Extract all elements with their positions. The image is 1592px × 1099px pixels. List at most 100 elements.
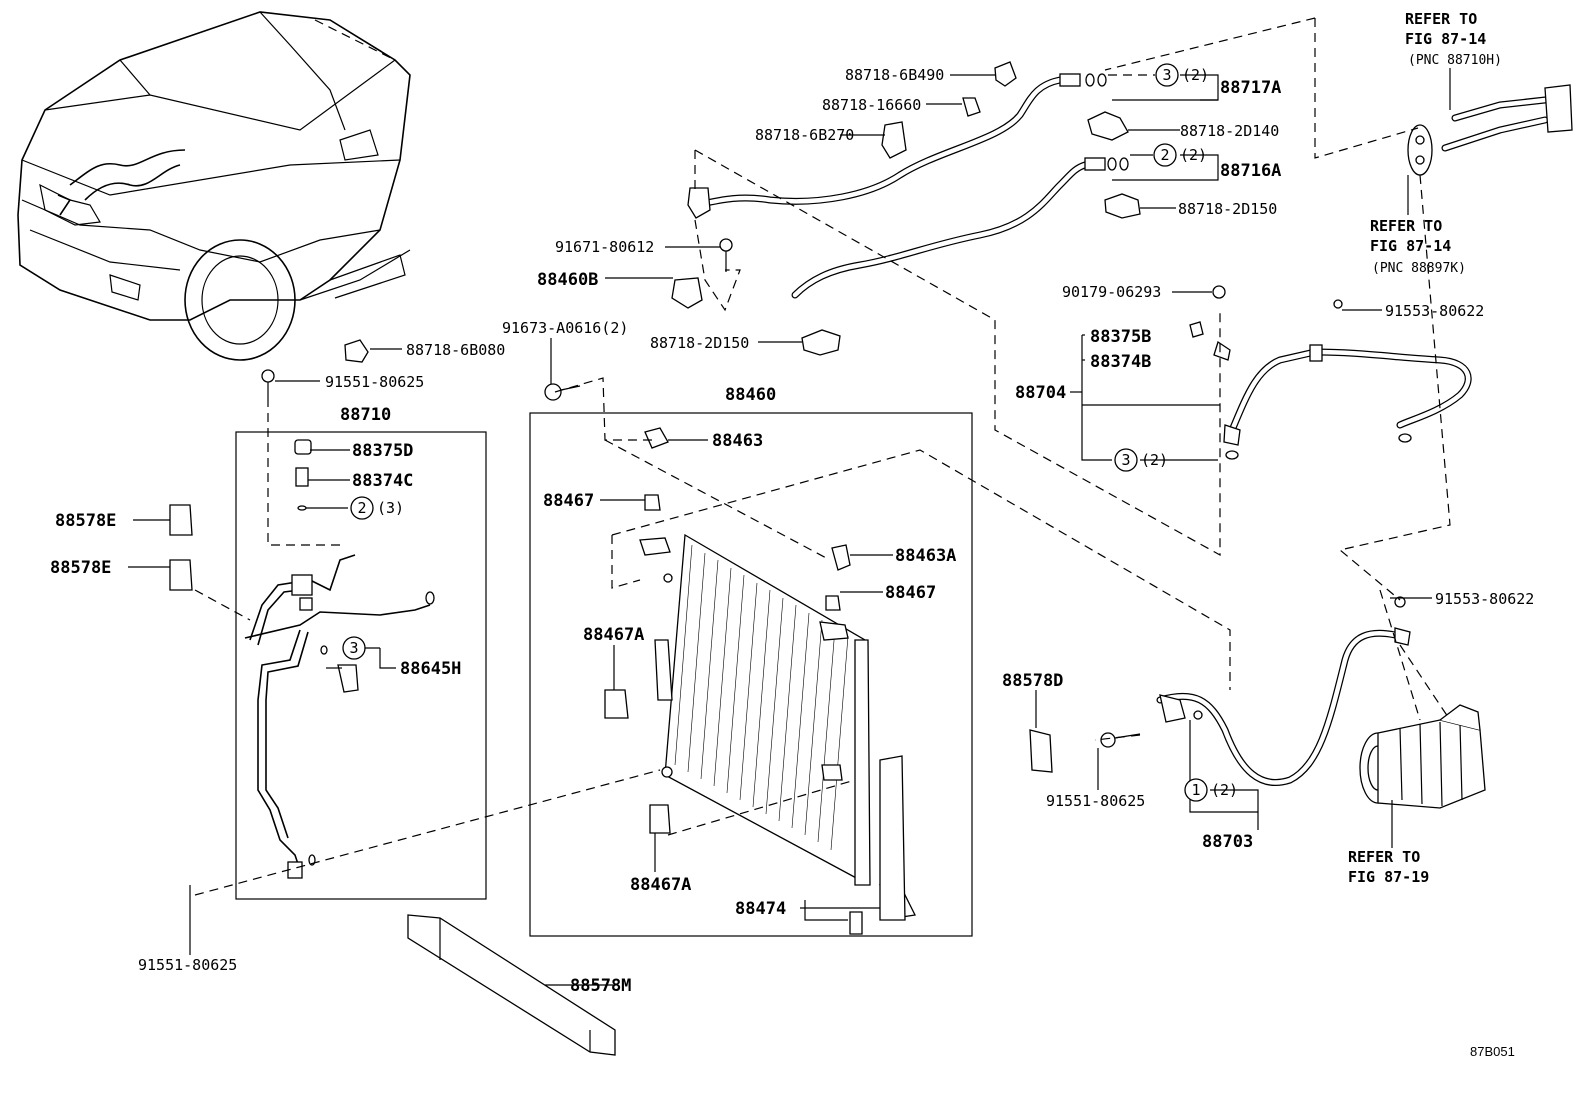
hose-88704 [1189, 285, 1472, 460]
callout-num: 1 [1191, 781, 1200, 799]
label-88718-6B080: 88718-6B080 [406, 341, 505, 359]
callout-qty: (2) [1180, 146, 1207, 164]
callout-num: 3 [1121, 451, 1130, 469]
evaporator-pipes [1407, 84, 1573, 176]
label-88718-6B270: 88718-6B270 [755, 126, 854, 144]
svg-text:FIG 87-19: FIG 87-19 [1348, 868, 1429, 886]
label-88467A-top: 88467A [583, 625, 644, 645]
label-88718-16660: 88718-16660 [822, 96, 921, 114]
label-88718-2D150-mid: 88718-2D150 [650, 334, 749, 352]
label-91673-A0616: 91673-A0616(2) [502, 319, 628, 337]
label-88374B: 88374B [1090, 352, 1151, 372]
callout-num: 3 [349, 639, 358, 657]
vehicle-illustration [17, 11, 411, 361]
label-88704: 88704 [1015, 383, 1066, 403]
label-88717A: 88717A [1220, 78, 1281, 98]
pipe-88717A [687, 73, 1107, 219]
cushion-88467A-bot [649, 804, 671, 834]
callout-88717A: 3 (2) [1108, 63, 1209, 87]
receiver-88474 [849, 755, 916, 935]
label-88578E-1: 88578E [55, 511, 116, 531]
box-88460 [529, 412, 973, 937]
callout-88703: 1 (2) [1184, 778, 1238, 802]
clamp-88718-2D150-top [1104, 193, 1141, 219]
svg-text:REFER TO: REFER TO [1405, 10, 1477, 28]
label-88374C: 88374C [352, 471, 413, 491]
callout-88710: 2 (3) [350, 496, 404, 520]
label-88718-6B490: 88718-6B490 [845, 66, 944, 84]
callout-qty: (2) [1182, 66, 1209, 84]
label-88467A-bot: 88467A [630, 875, 691, 895]
svg-text:REFER TO: REFER TO [1370, 217, 1442, 235]
cushion-88467-top [644, 494, 661, 511]
svg-text:REFER TO: REFER TO [1348, 848, 1420, 866]
bracket-88463A [831, 544, 851, 571]
condenser-88460 [639, 533, 871, 886]
callout-qty: (3) [377, 499, 404, 517]
label-88474: 88474 [735, 899, 786, 919]
label-91551-80625-top: 91551-80625 [325, 373, 424, 391]
callout-88645H: 3 [342, 636, 366, 660]
bracket-88460B [671, 238, 733, 309]
hose-88703 [1100, 596, 1411, 787]
label-88460B: 88460B [537, 270, 598, 290]
svg-text:FIG 87-14: FIG 87-14 [1370, 237, 1451, 255]
clamp-88718-6B270 [881, 121, 907, 159]
callout-qty: (2) [1141, 451, 1168, 469]
label-91551-80625-left: 91551-80625 [138, 956, 237, 974]
svg-text:FIG 87-14: FIG 87-14 [1405, 30, 1486, 48]
pipe-88710 [244, 369, 435, 879]
callout-88716A: 2 (2) [1130, 143, 1207, 167]
pad-88578D [1029, 729, 1053, 773]
callout-num: 3 [1162, 66, 1171, 84]
callout-num: 2 [357, 499, 366, 517]
label-91671-80612: 91671-80612 [555, 238, 654, 256]
label-88716A: 88716A [1220, 161, 1281, 181]
callout-num: 2 [1160, 146, 1169, 164]
label-88463A: 88463A [895, 546, 956, 566]
leader-lines [128, 74, 1432, 986]
label-88645H: 88645H [400, 659, 461, 679]
clamp-88718-6B490 [994, 61, 1017, 87]
seal-88578M [407, 914, 616, 1056]
cushion-88467-mid [825, 595, 841, 611]
label-88578M: 88578M [570, 976, 631, 996]
box-88710 [235, 431, 487, 900]
callout-qty: (2) [1211, 781, 1238, 799]
label-88375B: 88375B [1090, 327, 1151, 347]
pad-88578E-1 [169, 504, 193, 536]
cushion-88467A-top [604, 689, 629, 719]
label-88710: 88710 [340, 405, 391, 425]
refer-note-compressor: REFER TO FIG 87-19 [1348, 848, 1429, 886]
clamp-88718-6B080 [344, 339, 369, 363]
label-88578D: 88578D [1002, 671, 1063, 691]
label-88703: 88703 [1202, 832, 1253, 852]
refer-note-mid-right: REFER TO FIG 87-14 (PNC 88897K) [1370, 175, 1466, 276]
label-88375D: 88375D [352, 441, 413, 461]
label-88718-2D150-top: 88718-2D150 [1178, 200, 1277, 218]
clamp-88718-16660 [962, 97, 981, 117]
label-91553-80622-top: 91553-80622 [1385, 302, 1484, 320]
part-labels: 88718-6B490 88718-16660 88718-6B270 8871… [50, 66, 1534, 996]
clamp-88718-2D150-mid [801, 329, 841, 356]
label-88460: 88460 [725, 385, 776, 405]
label-88463: 88463 [712, 431, 763, 451]
label-88578E-2: 88578E [50, 558, 111, 578]
label-91551-80625-right: 91551-80625 [1046, 792, 1145, 810]
label-88467-mid: 88467 [885, 583, 936, 603]
dashed-guides [194, 17, 1451, 896]
bracket-88463 [644, 427, 669, 449]
callout-88704: 3 (2) [1114, 448, 1168, 472]
label-88718-2D140: 88718-2D140 [1180, 122, 1279, 140]
label-88467-top: 88467 [543, 491, 594, 511]
label-90179-06293: 90179-06293 [1062, 283, 1161, 301]
clamp-88718-2D140 [1087, 111, 1129, 141]
pad-88578E-2 [169, 559, 193, 591]
svg-text:(PNC 88897K): (PNC 88897K) [1372, 261, 1466, 276]
svg-text:(PNC 88710H): (PNC 88710H) [1408, 53, 1502, 68]
diagram-code: 87B051 [1470, 1044, 1515, 1059]
label-91553-80622-bot: 91553-80622 [1435, 590, 1534, 608]
pipe-88716A [791, 157, 1129, 299]
